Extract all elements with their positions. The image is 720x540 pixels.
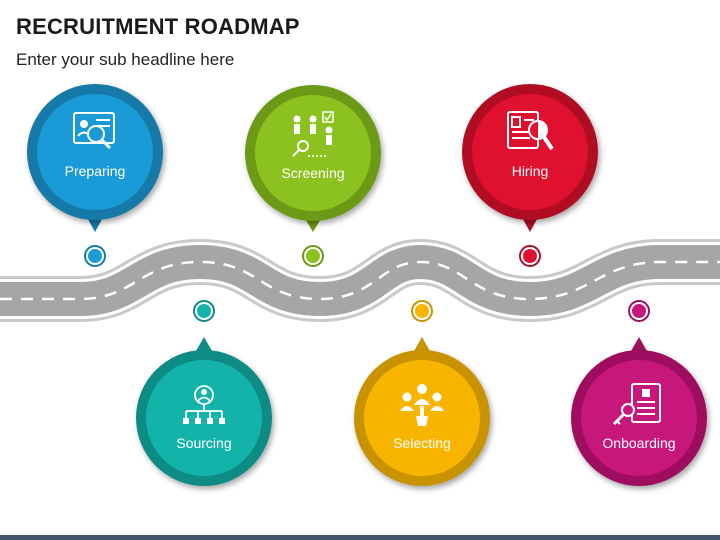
candidates-screening-icon xyxy=(292,111,334,157)
stage-label: Selecting xyxy=(393,435,451,451)
stage-label: Sourcing xyxy=(176,435,231,451)
stage-screening: Screening xyxy=(245,85,381,267)
stage-hiring: Hiring xyxy=(462,84,598,267)
stage-label: Hiring xyxy=(512,163,549,179)
resume-search-icon xyxy=(73,112,115,150)
stage-preparing: Preparing xyxy=(27,84,163,267)
stage-label: Screening xyxy=(281,165,344,181)
resume-magnifier-icon xyxy=(507,111,554,151)
stage-label: Onboarding xyxy=(602,435,675,451)
document-key-icon xyxy=(612,383,661,426)
org-chart-person-icon xyxy=(183,385,225,424)
team-select-icon xyxy=(400,384,444,426)
bottom-accent-bar xyxy=(0,535,720,540)
page-title: RECRUITMENT ROADMAP xyxy=(16,14,300,39)
page-subtitle: Enter your sub headline here xyxy=(16,50,235,69)
stage-onboarding: Onboarding xyxy=(571,300,707,486)
stage-label: Preparing xyxy=(65,163,126,179)
road xyxy=(0,238,720,323)
stage-sourcing: Sourcing xyxy=(136,300,272,486)
stage-selecting: Selecting xyxy=(354,300,490,486)
